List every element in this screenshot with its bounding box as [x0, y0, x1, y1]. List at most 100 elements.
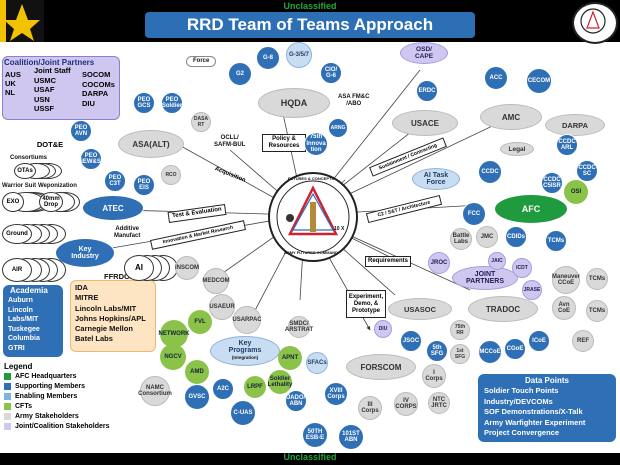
node-peoc3t: PEO C3T	[104, 170, 126, 192]
consortiums-label: Consortiums	[10, 155, 48, 161]
node-usarpac: USARPAC	[232, 306, 262, 334]
node-cgoe: CGoE	[504, 338, 526, 360]
data-points-title: Data Points	[524, 376, 569, 385]
node-gvsc: GVSC	[184, 384, 210, 410]
node-diu: DIU	[374, 320, 392, 338]
node-jmc: JMC	[476, 226, 498, 248]
asaalt-oval: ASA(ALT)	[118, 130, 184, 158]
node-peosoldier: PEO Soldier	[161, 92, 183, 114]
usace-oval: USACE	[392, 110, 458, 136]
node-abn101: 101ST ABN	[338, 424, 364, 450]
legend-label: AFC Headquarters	[15, 373, 77, 380]
ffrdc-item: MITRE	[75, 293, 99, 303]
ffrdc-panel	[70, 280, 156, 352]
data-point-item: Army Warfighter Experiment	[484, 417, 586, 427]
node-network: NETWORK	[159, 320, 190, 348]
key-programs-oval: Key Programs	[210, 336, 280, 366]
army-star-logo	[0, 0, 44, 42]
node-sfg5: 5th SFG	[426, 340, 448, 362]
tradoc-oval: TRADOC	[468, 296, 538, 322]
node-soldierleth: Soldier Lethality	[268, 370, 292, 394]
seal-bottom-text: ARMY FUTURES COMMAND	[283, 250, 339, 255]
legend-swatch	[4, 402, 11, 410]
data-point-item: SOF Demonstrations/X-Talk	[484, 407, 583, 416]
ground-label: Ground	[2, 224, 32, 244]
node-a2c: A2C	[212, 378, 234, 400]
weaponization-label: Weponization	[38, 183, 77, 189]
coalition-col2: Joint Staff USMC USAF USN USSF	[34, 66, 71, 113]
legend-label: Supporting Members	[15, 383, 86, 390]
legend-item: CFTs	[4, 402, 110, 412]
node-tcms2: TCMs	[586, 268, 608, 290]
seal-top-text: FUTURES & CONCEPTS	[287, 176, 335, 181]
node-battlelabs: Battle Labs	[450, 228, 472, 250]
node-iiicorps: III Corps	[358, 396, 382, 420]
drop-label: 40mm Drop	[39, 192, 63, 212]
node-esb: 50TH ESB-E	[302, 422, 328, 448]
legend-label: CFTs	[15, 403, 32, 410]
drop-stack: 40mm Drop	[36, 192, 86, 212]
legend-swatch	[4, 412, 11, 420]
coalition-title: Coalition/Joint Partners	[4, 58, 95, 67]
node-ntc: NTC JRTC	[428, 392, 450, 414]
ffrdc-item: IDA	[75, 283, 88, 292]
legend-title: Legend	[4, 362, 33, 371]
node-fvl: FVL	[188, 310, 212, 334]
node-avncoe: Avn CoE	[552, 296, 576, 320]
page-title: RRD Team of Teams Approach	[145, 12, 475, 38]
data-point-item: Industry/DEVCOMs	[484, 396, 553, 406]
node-rr75: 75th RR	[450, 320, 470, 340]
occl-label: OCLL/ SAFM-BUL	[214, 135, 246, 148]
node-fcc: FCC	[462, 202, 486, 226]
node-jsoc: JSOC	[400, 330, 422, 352]
academia-item: Tuskegee	[8, 325, 40, 333]
air-stack: AIR	[2, 258, 82, 282]
legend-swatch	[4, 422, 11, 430]
key-programs-sub: (Integration)	[231, 355, 259, 360]
legend-item: Enabling Members	[4, 392, 110, 402]
academia-item: Auburn	[8, 297, 33, 304]
academia-item: Labs/MIT	[8, 316, 39, 323]
legend-swatch	[4, 392, 11, 400]
node-g2: G2	[228, 62, 252, 86]
academia-item: GTRI	[8, 344, 25, 352]
afc-seal-logo	[572, 2, 618, 44]
node-rco: RCO	[161, 165, 181, 185]
policy-box: Policy & Resources	[262, 134, 306, 152]
atec-oval: ATEC	[82, 195, 144, 221]
data-point-item: Project Convergence	[484, 428, 560, 437]
node-apnt: APNT	[278, 346, 302, 370]
node-cio: CIO/ G-6	[320, 62, 342, 84]
node-cecom: CECOM	[526, 68, 552, 94]
ffrdc-item: Carnegie Mellon	[75, 324, 133, 334]
node-icorps: I Corps	[422, 364, 446, 388]
legend-label: Enabling Members	[15, 393, 78, 400]
coalition-panel	[2, 56, 120, 120]
legend-label: Army Stakeholders	[15, 413, 79, 420]
node-peoiew: PEO IEW&S	[80, 148, 102, 170]
academia-panel	[3, 285, 63, 357]
legend-item: Supporting Members	[4, 382, 110, 392]
osd-oval: OSD/ CAPE	[400, 42, 448, 64]
forscom-oval: FORSCOM	[346, 354, 416, 380]
node-jrase: JRASE	[522, 280, 542, 300]
node-insc: INSCOM	[175, 256, 199, 280]
node-medcom: MEDCOM	[202, 268, 230, 294]
node-innov: 75th Innova tion	[304, 132, 328, 156]
ai-stack: AI	[122, 255, 184, 281]
ground-stack: Ground	[2, 224, 82, 244]
node-erdc: ERDC	[416, 80, 438, 102]
dote-box: DOT&E	[36, 140, 64, 149]
node-sfacs: SFACs	[306, 352, 328, 374]
node-tcms: TCMs	[545, 230, 567, 252]
ffrdc-item: Johns Hopkins/APL	[75, 313, 146, 323]
experiment-box: Experiment, Demo, & Prototype	[346, 290, 386, 318]
afc-oval: AFC	[495, 195, 567, 223]
node-ngcv: NGCV	[160, 344, 186, 370]
ffrdc-title: FFRDCs	[104, 272, 134, 281]
legend-swatch	[4, 382, 11, 390]
joint-partners-oval: JOINT PARTNERS	[452, 266, 518, 290]
usasoc-oval: USASOC	[388, 298, 452, 320]
amc-oval: AMC	[480, 104, 542, 130]
ffrdc-item: Batel Labs	[75, 334, 113, 344]
